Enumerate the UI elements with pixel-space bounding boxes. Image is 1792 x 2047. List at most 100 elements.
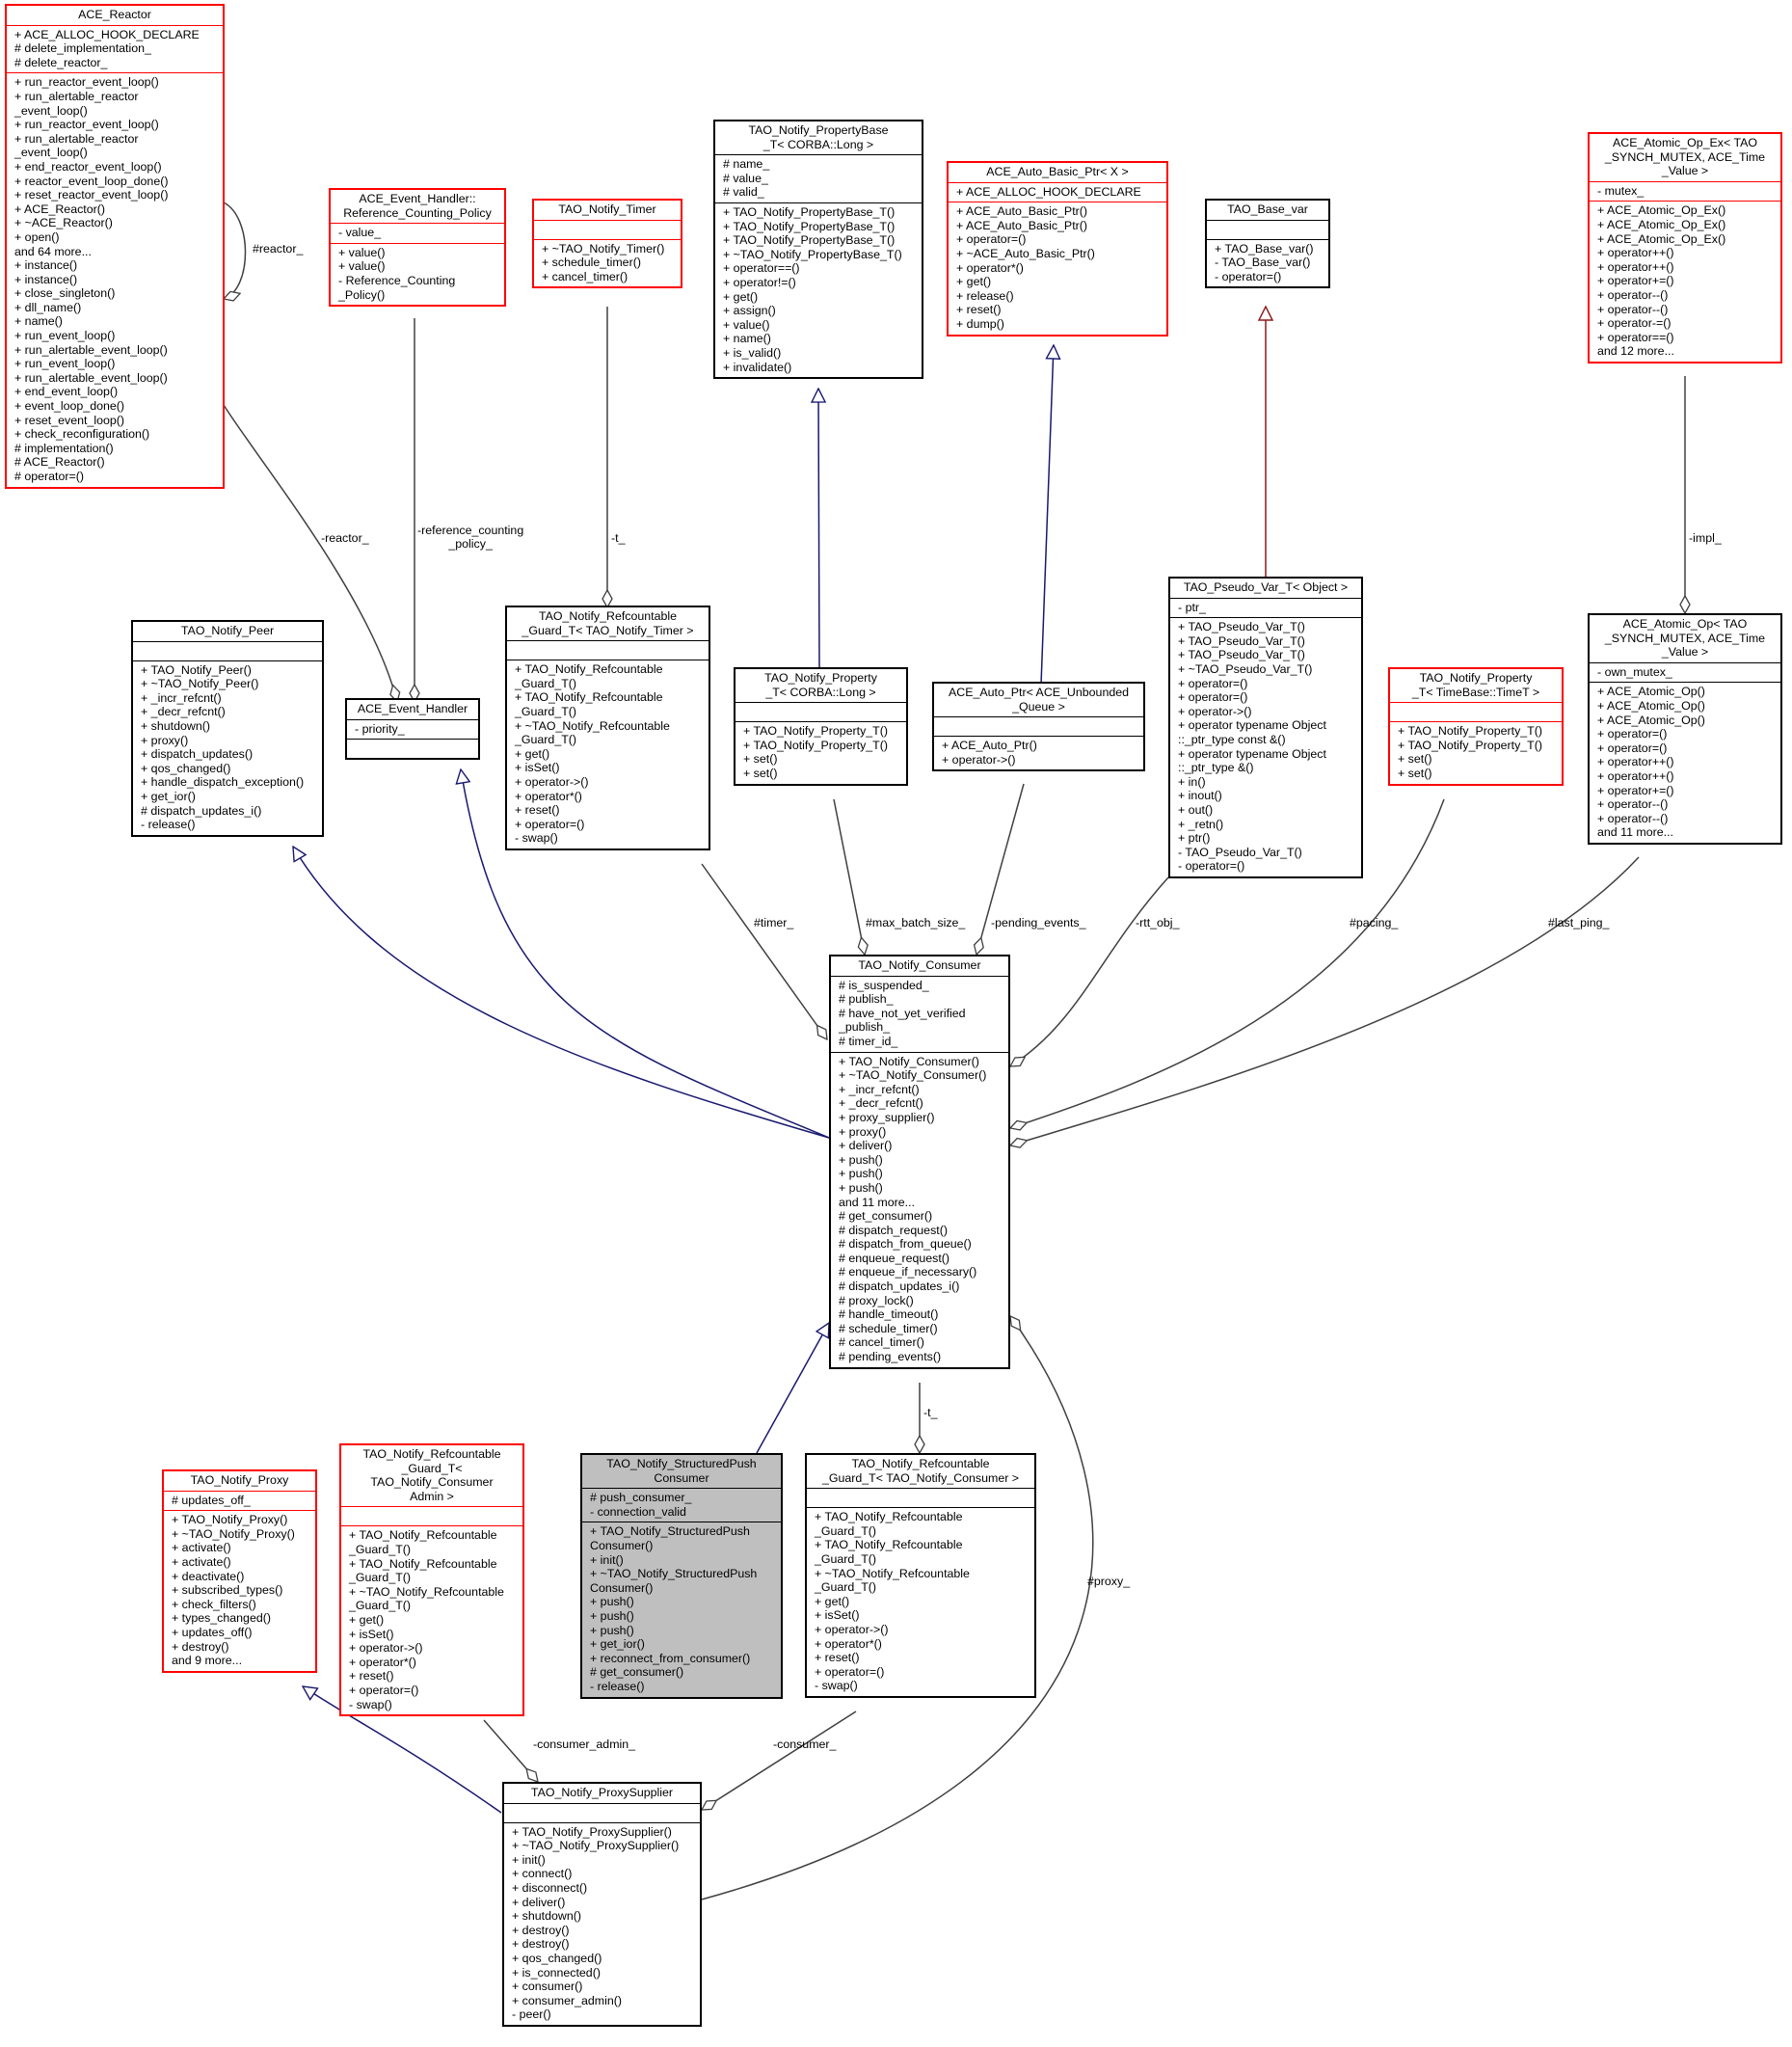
class-attributes: - mutex_ (1590, 180, 1780, 202)
edge-label-timer: #timer_ (754, 916, 794, 929)
class-title: TAO_Notify_Consumer (858, 958, 981, 972)
edge-label-reactor: -reactor_ (321, 531, 369, 545)
class-title: TAO_Notify_Proxy (190, 1473, 289, 1487)
class-operations: + TAO_Notify_Peer() + ~TAO_Notify_Peer()… (133, 660, 322, 835)
edge-consumer (702, 1710, 857, 1810)
edge-label-pacing: #pacing_ (1350, 916, 1399, 929)
class-refcountable-guard-consumer-admin[interactable]: TAO_Notify_Refcountable _Guard_T< TAO_No… (339, 1443, 524, 1717)
class-operations: + ACE_Auto_Ptr() + operator->() (934, 736, 1143, 769)
edge-label-reactor-self: #reactor_ (253, 242, 304, 256)
edge-label-last-ping: #last_ping_ (1548, 916, 1610, 929)
class-operations: + ACE_Auto_Basic_Ptr() + ACE_Auto_Basic_… (949, 202, 1166, 334)
class-attributes (341, 1506, 522, 1525)
class-attributes (504, 1802, 700, 1822)
class-title: TAO_Notify_ProxySupplier (530, 1786, 674, 1799)
edge-pacing (1010, 798, 1445, 1128)
class-attributes: # is_suspended_ # publish_ # have_not_ye… (831, 975, 1008, 1052)
class-attributes: + ACE_ALLOC_HOOK_DECLARE # delete_implem… (7, 24, 223, 73)
edge-reactor (223, 404, 397, 702)
class-tao-notify-propertybase[interactable]: TAO_Notify_PropertyBase _T< CORBA::Long … (713, 120, 923, 380)
class-operations: + TAO_Notify_Property_T() + TAO_Notify_P… (736, 721, 906, 783)
class-reference-counting-policy[interactable]: ACE_Event_Handler:: Reference_Counting_P… (329, 188, 506, 308)
class-tao-notify-structuredpushconsumer[interactable]: TAO_Notify_StructuredPush Consumer # pus… (580, 1453, 783, 1699)
class-ace-reactor[interactable]: ACE_Reactor + ACE_ALLOC_HOOK_DECLARE # d… (5, 4, 225, 489)
class-operations: + TAO_Notify_Property_T() + TAO_Notify_P… (1390, 721, 1562, 783)
class-title: TAO_Notify_Property _T< TimeBase::TimeT … (1411, 671, 1540, 699)
class-title: TAO_Notify_Refcountable _Guard_T< TAO_No… (821, 1457, 1020, 1485)
edge-proxy (701, 1316, 1094, 1900)
edge-label-pending: -pending_events_ (991, 916, 1086, 929)
edge-propbase (818, 389, 819, 668)
class-title: TAO_Base_var (1227, 202, 1308, 216)
class-operations: + TAO_Notify_Refcountable _Guard_T() + T… (341, 1525, 522, 1714)
class-tao-base-var[interactable]: TAO_Base_var + TAO_Base_var() - TAO_Base… (1205, 199, 1330, 289)
class-refcountable-guard-consumer[interactable]: TAO_Notify_Refcountable _Guard_T< TAO_No… (805, 1453, 1036, 1698)
class-ace-event-handler[interactable]: ACE_Event_Handler - priority_ (345, 698, 480, 761)
class-ace-atomic-op-ex[interactable]: ACE_Atomic_Op_Ex< TAO _SYNCH_MUTEX, ACE_… (1588, 132, 1782, 364)
edge-label-consumer-admin: -consumer_admin_ (533, 1737, 636, 1751)
edge-rtt (1010, 876, 1169, 1066)
edge-pending (976, 783, 1025, 955)
class-attributes: - own_mutex_ (1590, 661, 1780, 683)
edge-max-batch (833, 798, 865, 955)
class-operations: + TAO_Notify_ProxySupplier() + ~TAO_Noti… (504, 1821, 700, 2025)
edge-peer (293, 847, 830, 1139)
edge-label-proxy: #proxy_ (1087, 1575, 1131, 1588)
edge-structpush (756, 1323, 829, 1454)
class-attributes (1207, 219, 1328, 239)
edge-proxy-inherit (303, 1686, 502, 1814)
class-tao-notify-proxy[interactable]: TAO_Notify_Proxy # updates_off_ + TAO_No… (162, 1469, 317, 1673)
class-attributes: # push_consumer_ - connection_valid (582, 1488, 781, 1522)
class-attributes (507, 640, 709, 660)
edge-label-consumer-t: -t_ (923, 1406, 938, 1419)
class-attributes: + ACE_ALLOC_HOOK_DECLARE (949, 181, 1166, 202)
class-attributes (534, 219, 681, 239)
class-tao-notify-consumer[interactable]: TAO_Notify_Consumer # is_suspended_ # pu… (829, 955, 1010, 1369)
class-operations (347, 739, 478, 758)
edge-reactor-self (224, 202, 247, 299)
edge-label-consumer: -consumer_ (773, 1737, 837, 1751)
class-tao-notify-timer[interactable]: TAO_Notify_Timer + ~TAO_Notify_Timer() +… (532, 199, 682, 289)
edge-label-max-batch: #max_batch_size_ (866, 916, 966, 929)
edge-label-impl: -impl_ (1689, 531, 1722, 545)
class-title: ACE_Atomic_Op_Ex< TAO _SYNCH_MUTEX, ACE_… (1604, 136, 1766, 178)
class-title: ACE_Event_Handler (357, 702, 468, 715)
class-attributes: - value_ (331, 223, 504, 243)
class-title: TAO_Notify_Timer (558, 202, 656, 216)
class-operations: + value() + value() - Reference_Counting… (331, 242, 504, 305)
class-title: TAO_Notify_Refcountable _Guard_T< TAO_No… (522, 609, 694, 637)
class-ace-atomic-op[interactable]: ACE_Atomic_Op< TAO _SYNCH_MUTEX, ACE_Tim… (1588, 613, 1782, 845)
class-operations: + TAO_Notify_StructuredPush Consumer() +… (582, 1522, 781, 1696)
class-operations: + TAO_Pseudo_Var_T() + TAO_Pseudo_Var_T(… (1170, 617, 1361, 876)
class-title: TAO_Pseudo_Var_T< Object > (1183, 580, 1349, 594)
class-attributes (133, 640, 322, 660)
class-operations: + TAO_Notify_Consumer() + ~TAO_Notify_Co… (831, 1051, 1008, 1367)
class-tao-notify-property-timet[interactable]: TAO_Notify_Property _T< TimeBase::TimeT … (1388, 667, 1564, 786)
class-attributes (807, 1488, 1034, 1507)
class-refcountable-guard-timer[interactable]: TAO_Notify_Refcountable _Guard_T< TAO_No… (505, 606, 710, 850)
class-ace-auto-basic-ptr[interactable]: ACE_Auto_Basic_Ptr< X > + ACE_ALLOC_HOOK… (947, 161, 1168, 337)
class-tao-notify-proxysupplier[interactable]: TAO_Notify_ProxySupplier + TAO_Notify_Pr… (502, 1782, 702, 2027)
class-operations: + TAO_Base_var() - TAO_Base_var() - oper… (1207, 238, 1328, 287)
edge-autobasic (1040, 345, 1054, 686)
class-operations: + ACE_Atomic_Op() + ACE_Atomic_Op() + AC… (1590, 682, 1780, 843)
class-attributes (934, 716, 1143, 736)
class-attributes (736, 702, 906, 721)
class-attributes: # name_ # value_ # valid_ (715, 154, 922, 202)
class-title: ACE_Auto_Basic_Ptr< X > (986, 165, 1129, 178)
edge-eventhandler (461, 769, 830, 1139)
class-operations: + run_reactor_event_loop() + run_alertab… (7, 72, 223, 486)
class-ace-auto-ptr[interactable]: ACE_Auto_Ptr< ACE_Unbounded _Queue > + A… (932, 682, 1145, 772)
class-tao-pseudo-var[interactable]: TAO_Pseudo_Var_T< Object > - ptr_ + TAO_… (1168, 577, 1363, 878)
class-title: ACE_Event_Handler:: Reference_Counting_P… (343, 192, 492, 220)
class-title: ACE_Auto_Ptr< ACE_Unbounded _Queue > (948, 686, 1130, 714)
edge-last-ping (1010, 856, 1640, 1145)
class-attributes: - priority_ (347, 718, 478, 740)
class-operations: + TAO_Notify_Refcountable _Guard_T() + T… (807, 1507, 1034, 1696)
class-title: ACE_Reactor (78, 8, 151, 21)
class-tao-notify-property-long[interactable]: TAO_Notify_Property _T< CORBA::Long > + … (734, 667, 908, 786)
class-operations: + TAO_Notify_Refcountable _Guard_T() + T… (507, 660, 709, 848)
class-tao-notify-peer[interactable]: TAO_Notify_Peer + TAO_Notify_Peer() + ~T… (131, 620, 324, 837)
